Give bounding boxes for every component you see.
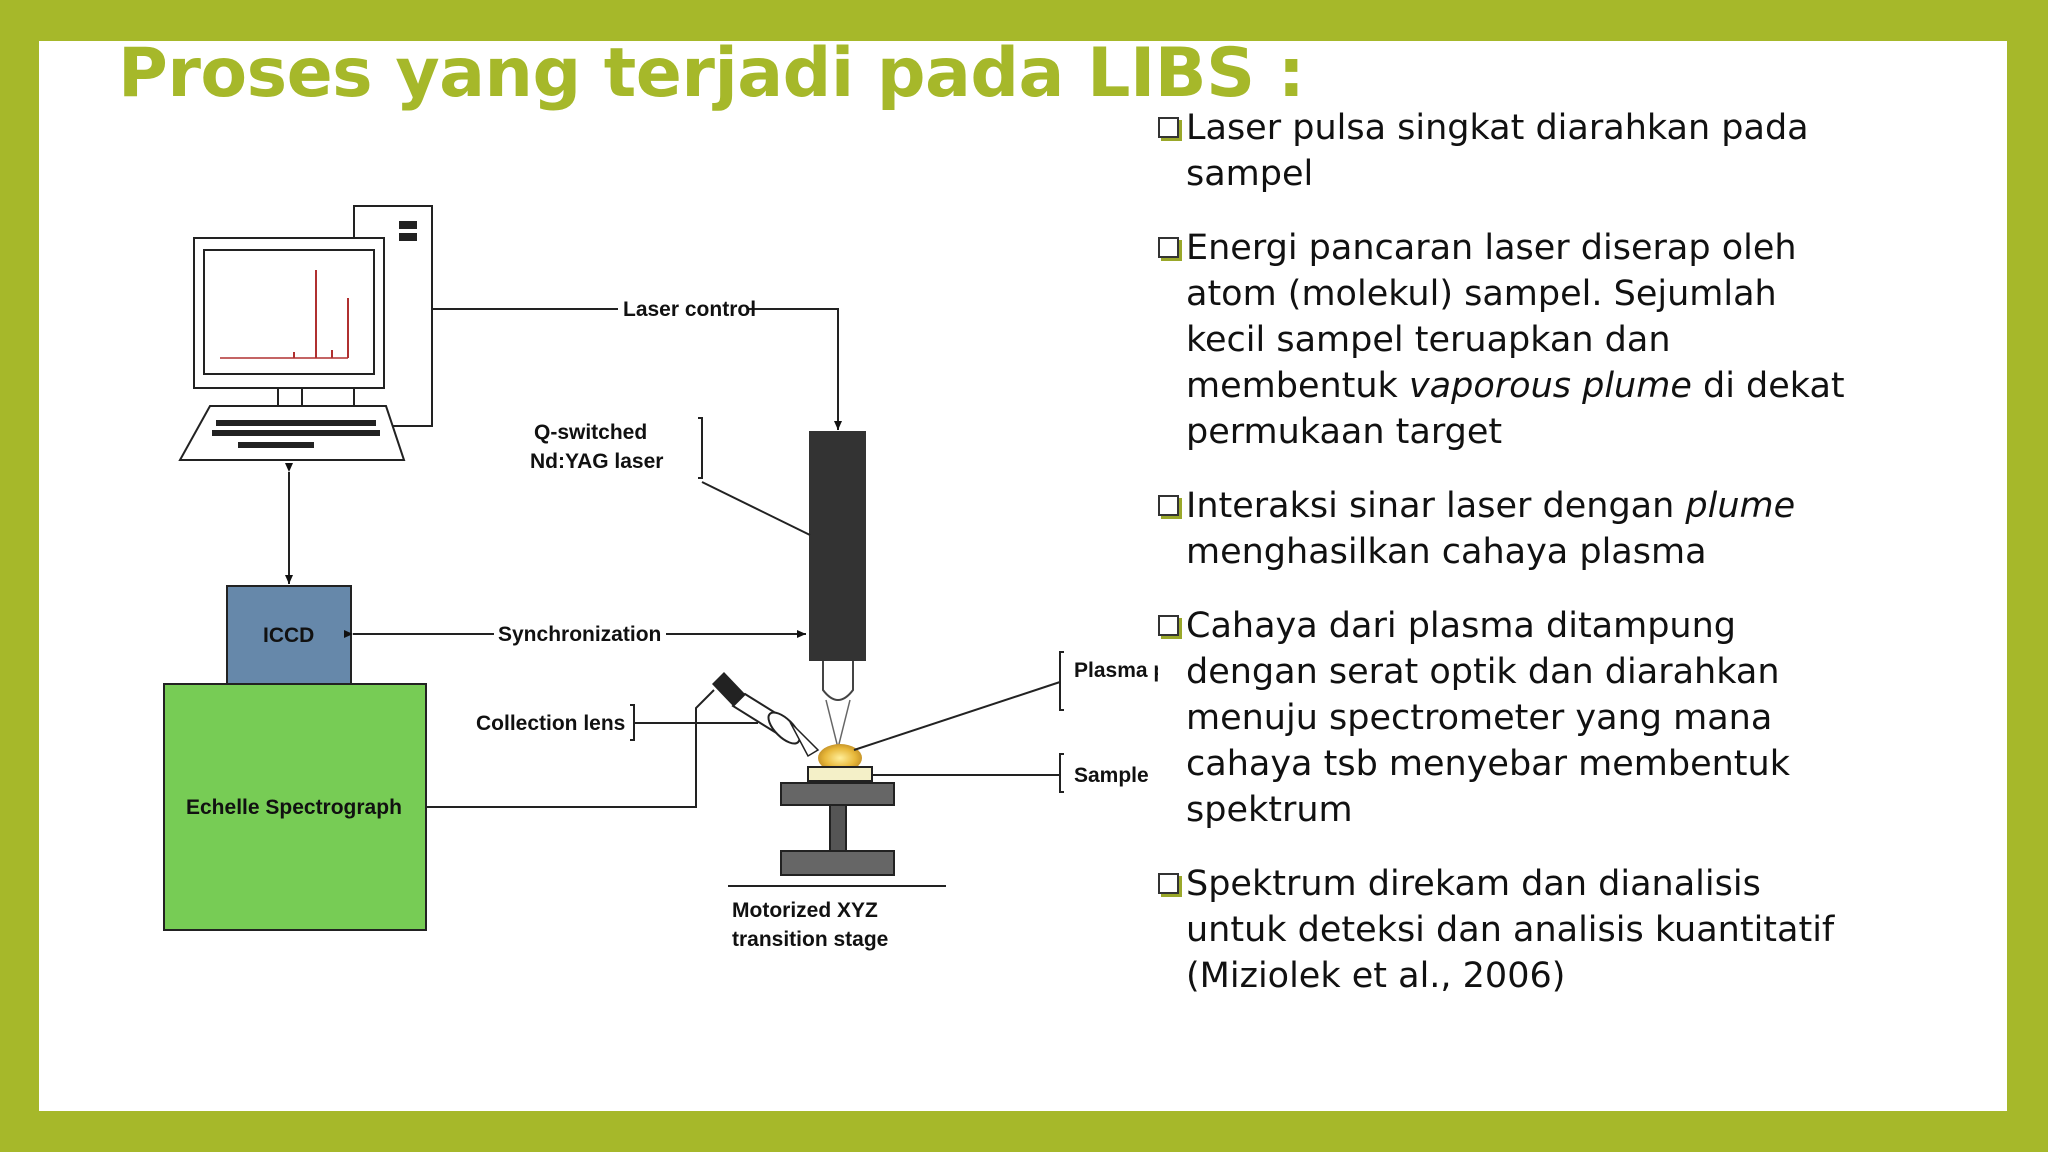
bullet-text: Interaksi sinar laser dengan — [1186, 486, 1686, 526]
bullet-item: Spektrum direkam dan dianalisis untuk de… — [1158, 861, 1858, 999]
optical-fiber — [426, 689, 715, 808]
q-switched-label: Q-switched — [534, 421, 647, 444]
sample — [807, 766, 873, 782]
computer-icon — [178, 205, 433, 461]
bullet-item: Laser pulsa singkat diarahkan pada sampe… — [1158, 105, 1858, 197]
bullet-text: menghasilkan cahaya plasma — [1186, 532, 1707, 572]
plasma-plume — [818, 744, 862, 772]
checkbox-bullet-icon — [1158, 495, 1179, 516]
bullet-text: Laser pulsa singkat diarahkan pada sampe… — [1186, 108, 1809, 194]
stage-label-line1: Motorized XYZ — [732, 899, 878, 922]
checkbox-bullet-icon — [1158, 237, 1179, 258]
checkbox-bullet-icon — [1158, 615, 1179, 636]
bullet-text: di dekat permukaan target — [1186, 366, 1845, 452]
checkbox-bullet-icon — [1158, 873, 1179, 894]
checkbox-bullet-icon — [1158, 117, 1179, 138]
nd-yag-label: Nd:YAG laser — [530, 450, 663, 473]
collection-lens-label: Collection lens — [476, 712, 625, 735]
plasma-plume-label: Plasma plume — [1074, 659, 1158, 682]
laser-beam — [822, 661, 854, 749]
xyz-stage — [728, 782, 946, 887]
echelle-spectrograph-box — [163, 683, 427, 931]
libs-diagram: Laser control Q-switched Nd:YAG laser Pl… — [163, 205, 1158, 951]
bullet-italic-text: plume — [1685, 486, 1796, 526]
bullet-text: Spektrum direkam dan dianalisis untuk de… — [1186, 864, 1835, 996]
echelle-spectrograph-label: Echelle Spectrograph — [186, 796, 402, 819]
nd-yag-laser — [809, 431, 866, 661]
collection-lens-icon — [712, 672, 820, 758]
laser-control-label: Laser control — [623, 298, 756, 321]
iccd-label: ICCD — [263, 624, 314, 647]
process-list: Laser pulsa singkat diarahkan pada sampe… — [1158, 105, 1858, 1027]
bullet-item: Energi pancaran laser diserap oleh atom … — [1158, 225, 1858, 455]
laser-control-line — [432, 308, 842, 430]
bullet-italic-text: vaporous plume — [1408, 366, 1692, 406]
page-title: Proses yang terjadi pada LIBS : — [118, 34, 1305, 113]
bullet-item: Interaksi sinar laser dengan plume mengh… — [1158, 483, 1858, 575]
synchronization-label: Synchronization — [498, 623, 661, 646]
bullet-item: Cahaya dari plasma ditampung dengan sera… — [1158, 603, 1858, 833]
stage-label-line2: transition stage — [732, 928, 888, 951]
sample-label: Sample — [1074, 764, 1149, 787]
bullet-text: Cahaya dari plasma ditampung dengan sera… — [1186, 606, 1790, 830]
bullet-text: Energi pancaran laser diserap oleh atom … — [1186, 228, 1797, 406]
